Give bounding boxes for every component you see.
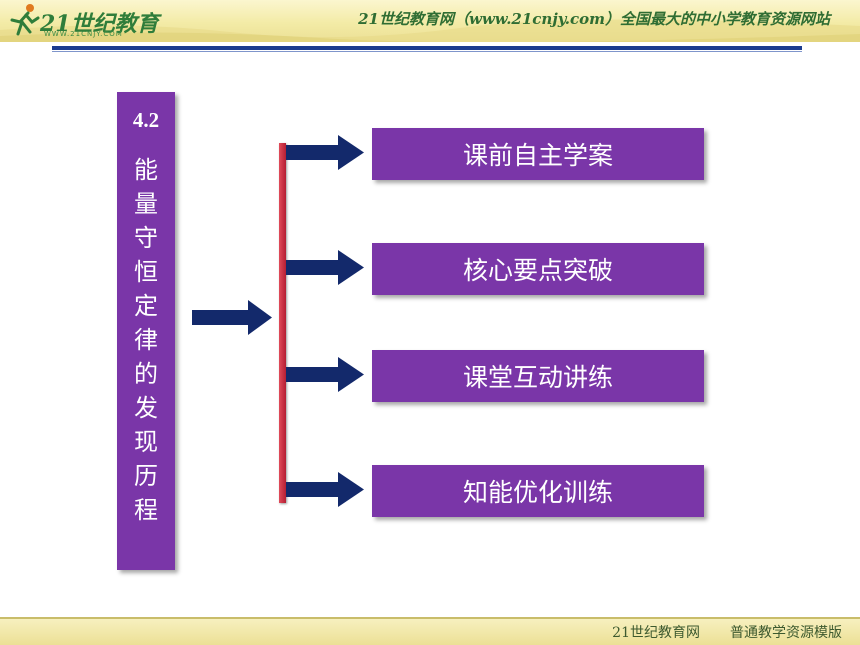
footer-banner: 21世纪教育网 普通教学资源模版 [0,619,860,645]
menu-item-pre-class-study[interactable]: 课前自主学案 [372,128,704,180]
header-wave-decoration [0,19,860,42]
logo-text: 21世纪教育 [40,11,159,37]
footer-text: 21世纪教育网 普通教学资源模版 [582,622,842,642]
header-rule-thin [52,51,802,52]
lesson-title: 能量守恒定律的发现历程 [134,156,158,524]
menu-item-key-points[interactable]: 核心要点突破 [372,243,704,295]
right-arrow-icon [192,300,272,335]
footer-template: 普通教学资源模版 [730,625,842,641]
header-slogan: 21世纪教育网（www.21cnjy.com）全国最大的中小学教育资源网站 [358,10,830,28]
menu-item-classroom-practice[interactable]: 课堂互动讲练 [372,350,704,402]
lesson-title-box: 4.2 能量守恒定律的发现历程 [117,92,175,570]
footer-rule [0,617,860,619]
right-arrow-icon [286,135,364,170]
logo-subtext: WWW.21CNJY.COM [44,30,123,38]
right-arrow-icon [286,357,364,392]
header-rule [52,46,802,50]
menu-item-optimization-training[interactable]: 知能优化训练 [372,465,704,517]
right-arrow-icon [286,472,364,507]
connector-bar [279,143,286,503]
lesson-number: 4.2 [132,108,160,132]
footer-site: 21世纪教育网 [612,625,700,641]
header-banner: 21世纪教育 WWW.21CNJY.COM 21世纪教育网（www.21cnjy… [0,0,860,42]
running-figure-icon [10,4,40,36]
right-arrow-icon [286,250,364,285]
